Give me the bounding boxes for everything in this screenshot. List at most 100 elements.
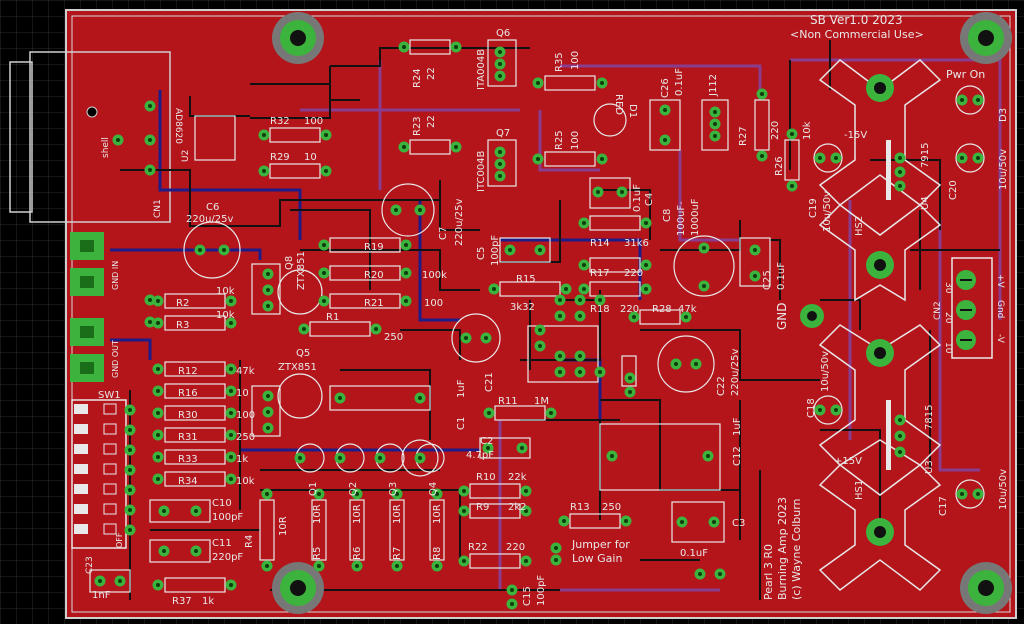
r19-ref: R19 bbox=[364, 242, 384, 253]
cn2-pin-20: 20 bbox=[943, 312, 953, 324]
pad-hole bbox=[266, 304, 270, 308]
pad-hole bbox=[156, 583, 160, 587]
pad-hole bbox=[378, 456, 382, 460]
r5-ref: R5 bbox=[312, 547, 323, 560]
pad-hole bbox=[834, 408, 838, 412]
pad-hole bbox=[229, 411, 233, 415]
c20-ref: C20 bbox=[948, 180, 959, 200]
silkscreen-text: SB Ver1.0 2023 <Non Commercial Use> Pwr … bbox=[85, 13, 1009, 607]
pad-hole bbox=[713, 122, 717, 126]
resistor-bodies bbox=[164, 39, 800, 593]
pad-hole bbox=[128, 508, 132, 512]
pad-hole bbox=[498, 74, 502, 78]
pad-hole bbox=[266, 394, 270, 398]
pad-hole bbox=[712, 520, 716, 524]
c11-val: 220pF bbox=[212, 552, 243, 563]
pad-hole bbox=[148, 298, 152, 302]
r26-val: 10k bbox=[802, 121, 813, 140]
c17-ref: C17 bbox=[938, 496, 949, 516]
r8-val: 10R bbox=[432, 504, 443, 524]
pad-hole bbox=[198, 248, 202, 252]
pad-hole bbox=[562, 519, 566, 523]
d1-val: RED bbox=[613, 94, 624, 115]
q2-ref: Q2 bbox=[348, 482, 359, 496]
pad-hole bbox=[222, 248, 226, 252]
pad-hole bbox=[578, 298, 582, 302]
pad-hole bbox=[229, 455, 233, 459]
q5-ref: Q5 bbox=[296, 348, 310, 359]
r27-val: 220 bbox=[770, 121, 781, 140]
pad-hole bbox=[324, 133, 328, 137]
pad-hole bbox=[702, 246, 706, 250]
pad-hole bbox=[229, 389, 233, 393]
c8-ref: C8 bbox=[662, 209, 673, 222]
pad-hole bbox=[960, 156, 964, 160]
r37-ref: R37 bbox=[172, 596, 192, 607]
q7-ref: Q7 bbox=[496, 128, 510, 139]
pad-hole bbox=[162, 549, 166, 553]
pad-hole bbox=[498, 62, 502, 66]
c10-val: 100pF bbox=[212, 512, 243, 523]
header-line1: SB Ver1.0 2023 bbox=[810, 13, 903, 27]
pad-hole bbox=[156, 433, 160, 437]
pad-hole bbox=[317, 564, 321, 568]
c10-ref: C10 bbox=[212, 498, 232, 509]
d1-ref: D1 bbox=[627, 104, 638, 118]
mount-hole-top-left bbox=[272, 12, 324, 64]
pad-hole bbox=[194, 549, 198, 553]
c12-ref: C12 bbox=[732, 446, 743, 466]
pad-hole bbox=[229, 321, 233, 325]
pad-hole bbox=[718, 572, 722, 576]
r9-val: 2k2 bbox=[508, 502, 527, 513]
r25-val: 100 bbox=[570, 131, 581, 150]
c3-ref: C3 bbox=[732, 518, 745, 529]
c18-val: 10u/50v bbox=[820, 351, 831, 392]
pad-hole bbox=[510, 602, 514, 606]
c17-val: 10u/50v bbox=[998, 469, 1009, 510]
gnd-in-connector bbox=[70, 232, 104, 296]
r6-ref: R6 bbox=[352, 547, 363, 560]
r17-val: 220 bbox=[624, 268, 643, 279]
pad-hole bbox=[558, 298, 562, 302]
mounting-holes bbox=[272, 12, 1012, 614]
pad-hole bbox=[818, 156, 822, 160]
jumper-note-line1: Jumper for bbox=[571, 538, 630, 551]
mount-hole-bottom-right bbox=[960, 562, 1012, 614]
r18-val: 220 bbox=[620, 304, 639, 315]
u3-ref: U3 bbox=[924, 460, 935, 474]
c20-val: 10u/50v bbox=[998, 149, 1009, 190]
r7-ref: R7 bbox=[392, 547, 403, 560]
pad-hole bbox=[498, 162, 502, 166]
r37-val: 1k bbox=[202, 596, 214, 607]
pad-hole bbox=[663, 138, 667, 142]
pad-hole bbox=[582, 221, 586, 225]
q6-ref: Q6 bbox=[496, 28, 510, 39]
pad-hole bbox=[98, 579, 102, 583]
r9-ref: R9 bbox=[476, 502, 489, 513]
pad-hole bbox=[898, 156, 902, 160]
pad-hole bbox=[156, 367, 160, 371]
cn2-right-gnd: Gnd bbox=[995, 300, 1005, 318]
r13-val: 250 bbox=[602, 502, 621, 513]
pad-hole bbox=[960, 492, 964, 496]
r32-ref: R32 bbox=[270, 116, 290, 127]
pad-hole bbox=[620, 190, 624, 194]
c5-ref: C5 bbox=[476, 247, 487, 260]
pad-hole bbox=[262, 169, 266, 173]
q1-ref: Q1 bbox=[308, 482, 319, 496]
heatsink-hs2 bbox=[818, 59, 942, 302]
cn2-right-vn: -V bbox=[995, 334, 1005, 344]
r32-val: 100 bbox=[304, 116, 323, 127]
pad-hole bbox=[322, 243, 326, 247]
c11-ref: C11 bbox=[212, 538, 232, 549]
pad-hole bbox=[486, 446, 490, 450]
pad-hole bbox=[462, 489, 466, 493]
sw1-label: SW1 bbox=[98, 390, 121, 401]
pad-hole bbox=[324, 169, 328, 173]
r13-ref: R13 bbox=[570, 502, 590, 513]
pad-hole bbox=[302, 327, 306, 331]
r2-val: 10k bbox=[216, 286, 235, 297]
pad-hole bbox=[578, 354, 582, 358]
capacitor-bodies bbox=[89, 85, 985, 593]
pad-hole bbox=[600, 157, 604, 161]
